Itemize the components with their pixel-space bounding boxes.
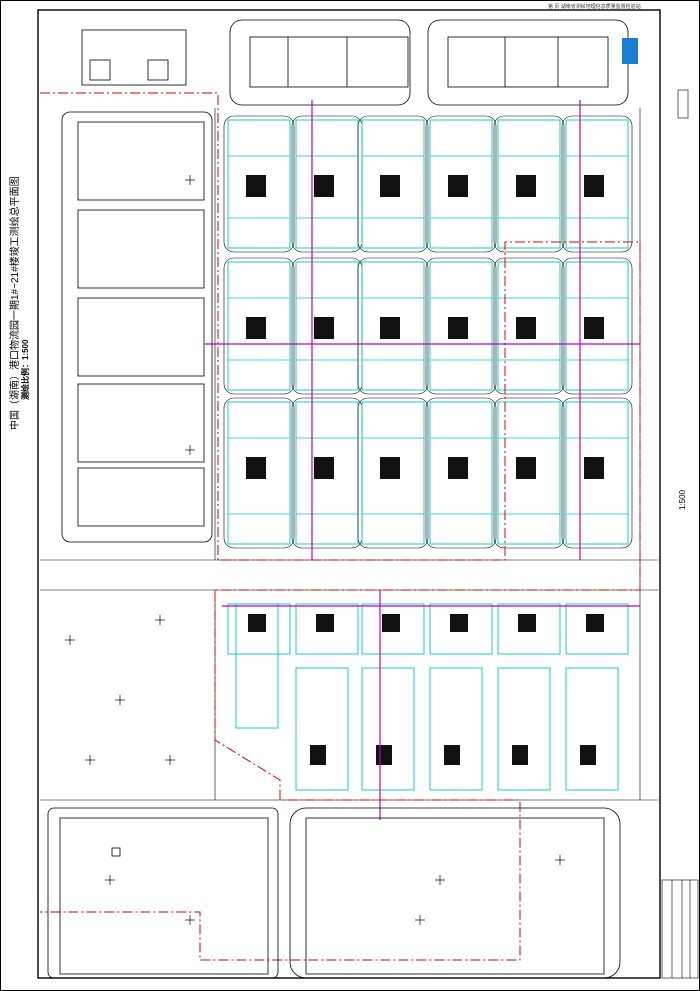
left-warehouses: [61, 111, 213, 543]
building-label-block: [584, 175, 604, 197]
scale-label: 1:500: [678, 489, 687, 510]
building-label-block: [382, 614, 400, 632]
building-footprint: [227, 119, 291, 249]
building-footprint: [497, 667, 551, 791]
building-footprint: [429, 401, 493, 545]
building-label-block: [314, 317, 334, 339]
block-outline: [561, 115, 633, 253]
building-footprint: [227, 261, 291, 391]
building-footprint: [565, 401, 629, 545]
block-outline: [493, 115, 565, 253]
building-footprint: [429, 119, 493, 249]
block-outline: [357, 257, 429, 395]
top-middle-building: [229, 19, 411, 106]
roads: [40, 108, 658, 801]
building-label-block: [584, 317, 604, 339]
top-right-building: [427, 19, 629, 106]
building-label-block: [518, 614, 536, 632]
block-outline: [425, 115, 497, 253]
building-footprint: [429, 261, 493, 391]
building-footprint: [227, 401, 291, 545]
building-label-block: [380, 457, 400, 479]
building-footprint: [497, 401, 561, 545]
building-label-block: [444, 745, 460, 765]
drawing-title: 中国（湖南）港口物流园一期1#~21#楼竣工测绘总平面图: [10, 176, 21, 430]
building-label-block: [450, 614, 468, 632]
building-footprint: [361, 401, 425, 545]
inner-frame: [37, 9, 661, 979]
building-label-block: [246, 457, 266, 479]
building-label-block: [516, 175, 536, 197]
building-footprint: [429, 603, 493, 655]
building-footprint: [361, 119, 425, 249]
building-footprint: [295, 603, 359, 655]
building-label-block: [516, 457, 536, 479]
building-label-block: [310, 745, 326, 765]
bottom-lots: [47, 807, 621, 979]
block-outline: [561, 397, 633, 549]
building-label-block: [376, 745, 392, 765]
building-label-block: [246, 175, 266, 197]
block-outline: [357, 397, 429, 549]
building-footprint: [361, 261, 425, 391]
block-outline: [223, 115, 295, 253]
building-label-block: [448, 317, 468, 339]
building-label-block: [512, 745, 528, 765]
building-footprint: [429, 667, 483, 791]
block-outline: [357, 115, 429, 253]
building-footprint: [565, 119, 629, 249]
building-label-block: [448, 457, 468, 479]
building-footprint: [235, 603, 279, 729]
building-label-block: [448, 175, 468, 197]
building-footprint: [497, 603, 561, 655]
building-label-block: [316, 614, 334, 632]
building-label-block: [314, 175, 334, 197]
block-outline: [493, 397, 565, 549]
block-outline: [561, 257, 633, 395]
building-label-block: [380, 175, 400, 197]
stamp-box-top: [622, 38, 638, 64]
block-outline: [493, 257, 565, 395]
building-label-block: [248, 614, 266, 632]
building-label-block: [584, 457, 604, 479]
title-block: [661, 879, 699, 979]
utility-pipe: [205, 100, 640, 820]
property-boundary: [40, 92, 641, 961]
block-outline: [425, 397, 497, 549]
building-footprint: [361, 667, 415, 791]
block-outline: [425, 257, 497, 395]
drawing-subtitle: 测绘比例：1:500: [21, 339, 30, 400]
building-footprint: [497, 119, 561, 249]
north-building-blocks: [223, 115, 633, 549]
building-footprint: [565, 667, 619, 791]
building-footprint: [565, 603, 629, 655]
building-label-block: [516, 317, 536, 339]
building-footprint: [565, 261, 629, 391]
block-outline: [223, 397, 295, 549]
building-footprint: [497, 261, 561, 391]
south-building-blocks: [227, 603, 629, 791]
building-label-block: [586, 614, 604, 632]
top-left-parcel: [81, 29, 187, 86]
building-label-block: [246, 317, 266, 339]
building-label-block: [380, 317, 400, 339]
survey-points: [65, 175, 565, 925]
building-label-block: [580, 745, 596, 765]
building-footprint: [361, 603, 425, 655]
building-label-block: [314, 457, 334, 479]
building-footprint: [295, 667, 349, 791]
header-strip: 第 页 湖南省测绘地理信息质量监督检验站: [548, 4, 641, 10]
stamp-box-right: [677, 89, 689, 119]
block-outline: [223, 257, 295, 395]
